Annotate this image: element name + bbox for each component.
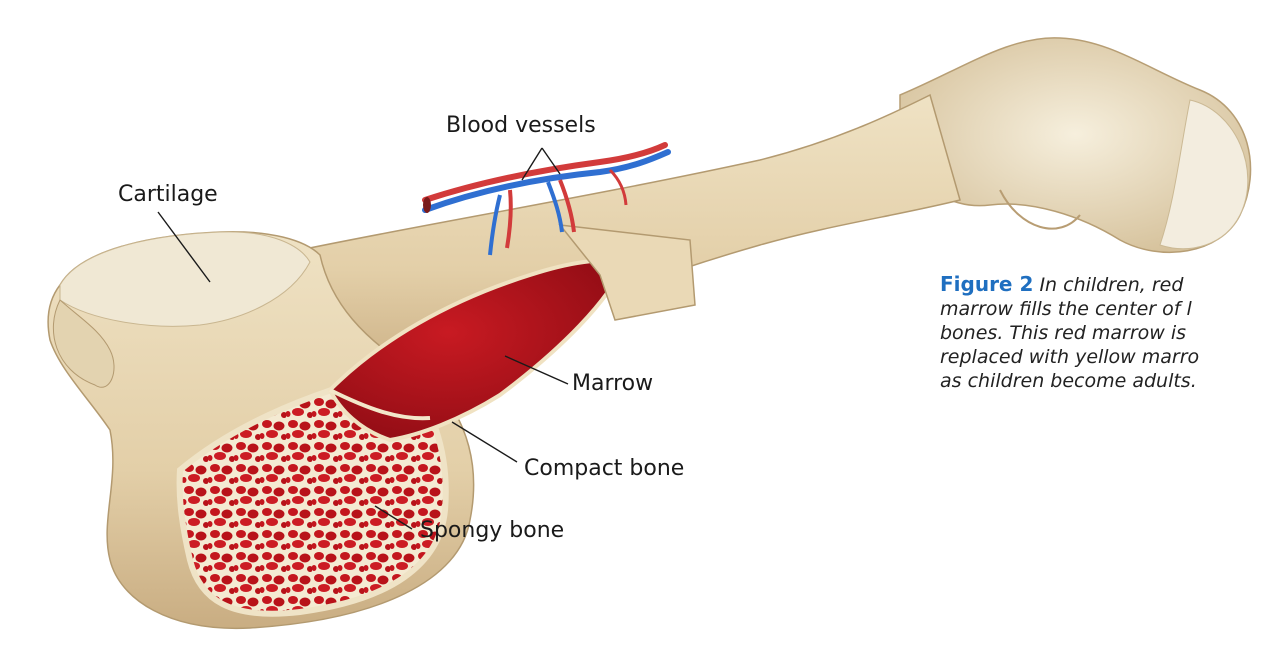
figure-number: Figure 2: [940, 272, 1033, 296]
label-marrow: Marrow: [572, 371, 653, 397]
label-compact-bone: Compact bone: [524, 456, 684, 482]
caption-line-4: replaced with yellow marro: [940, 345, 1268, 369]
label-spongy-bone: Spongy bone: [420, 518, 564, 544]
caption-line-2: marrow fills the center of l: [940, 297, 1268, 321]
caption-line-5: as children become adults.: [940, 369, 1268, 393]
caption-line-1: In children, red: [1039, 274, 1183, 296]
bone-proximal-end: [900, 38, 1251, 252]
figure-caption: Figure 2 In children, red marrow fills t…: [940, 272, 1268, 393]
label-blood-vessels: Blood vessels: [446, 113, 596, 139]
caption-line-3: bones. This red marrow is: [940, 321, 1268, 345]
label-cartilage: Cartilage: [118, 182, 218, 208]
